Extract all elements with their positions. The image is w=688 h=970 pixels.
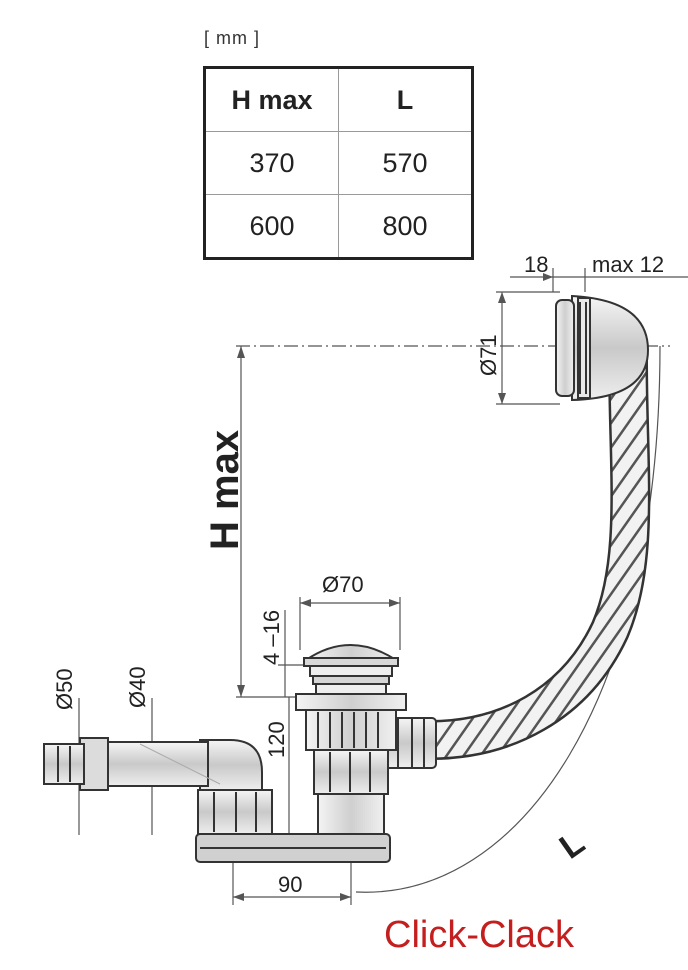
dim-d70: Ø70 bbox=[322, 572, 364, 597]
dim-120: 120 bbox=[264, 721, 289, 758]
product-brand-label: Click-Clack bbox=[384, 914, 574, 956]
cell-l: 800 bbox=[338, 194, 473, 259]
siphon-outlet bbox=[43, 737, 273, 835]
table-row: 600 800 bbox=[204, 194, 473, 259]
unit-label: [ mm ] bbox=[204, 28, 260, 48]
cell-hmax: 370 bbox=[204, 131, 339, 195]
dim-4-16: 4 –16 bbox=[259, 610, 284, 665]
dim-d71: Ø71 bbox=[476, 334, 501, 376]
dim-L: L bbox=[553, 824, 592, 867]
dimension-arrows bbox=[233, 273, 553, 901]
dim-hmax: H max bbox=[203, 430, 247, 550]
dim-d40: Ø40 bbox=[125, 666, 150, 708]
dim-90: 90 bbox=[278, 872, 302, 897]
header-hmax: H max bbox=[204, 67, 339, 132]
dimensions-table: H max L 370 570 600 800 bbox=[203, 66, 474, 260]
drain-body bbox=[195, 644, 407, 863]
overflow-cap bbox=[555, 294, 650, 402]
cell-hmax: 600 bbox=[204, 194, 339, 259]
dim-18: 18 bbox=[524, 252, 548, 277]
overflow-hose bbox=[429, 359, 651, 760]
dim-d50: Ø50 bbox=[52, 668, 77, 710]
dim-max12: max 12 bbox=[592, 252, 664, 277]
